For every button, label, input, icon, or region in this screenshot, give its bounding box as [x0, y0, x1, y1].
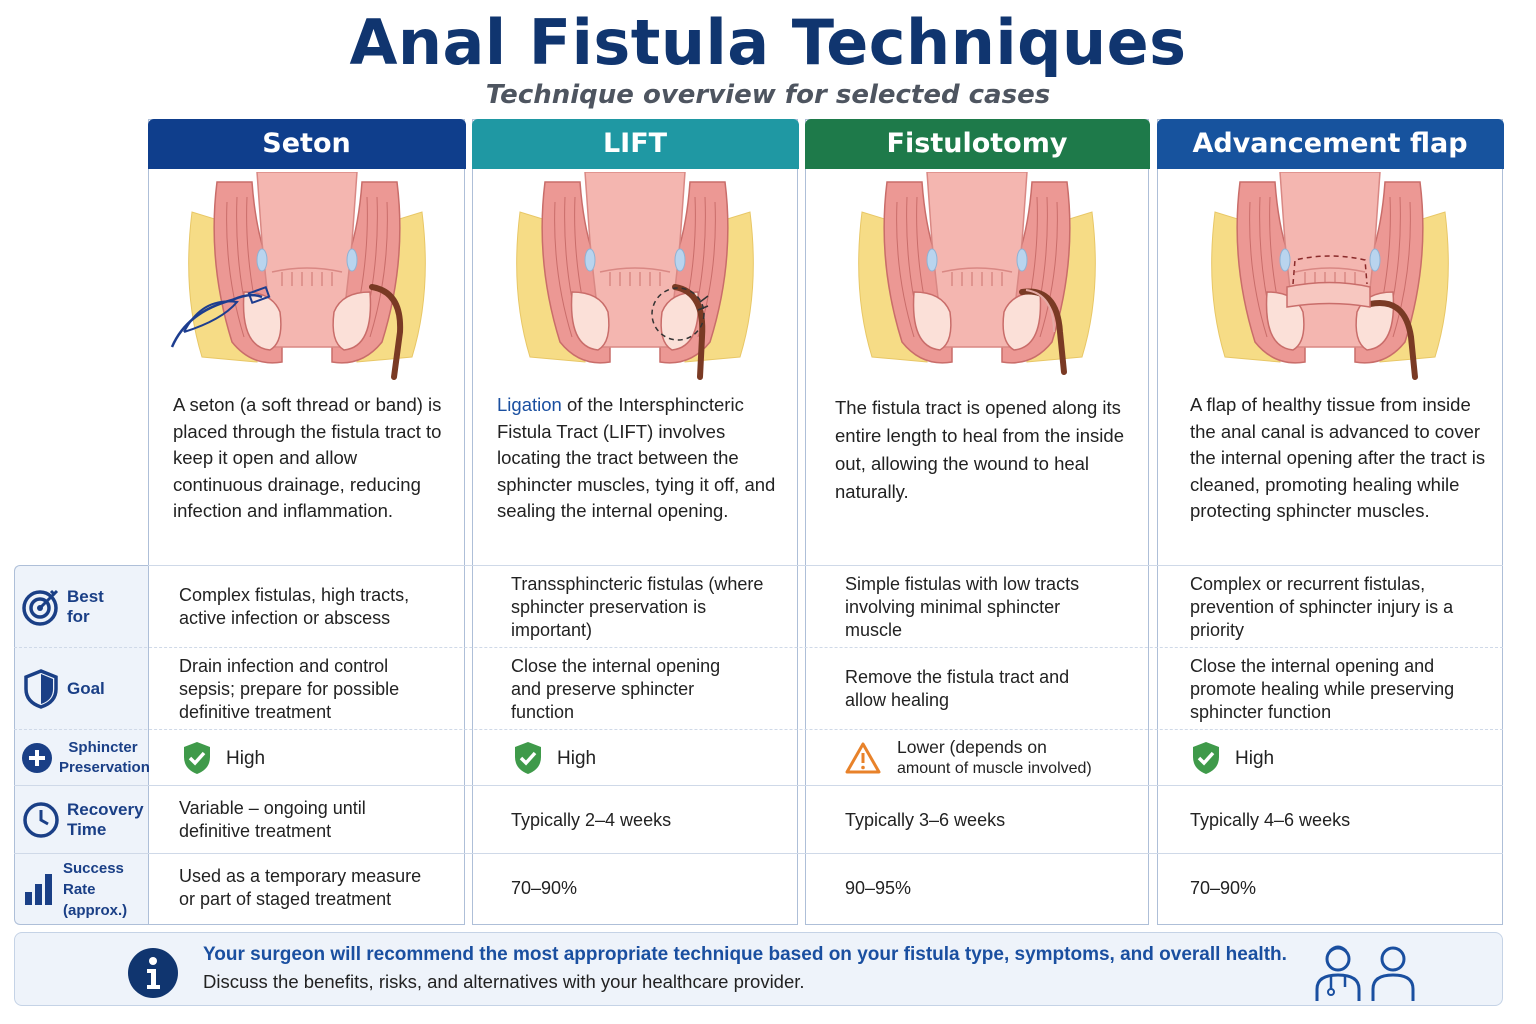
row-divider	[14, 647, 1503, 648]
fistulotomy-illustration	[806, 172, 1148, 387]
technique-column-fistulotomy: Fistulotomy The fistula tract is opened …	[804, 118, 1150, 925]
row-labels-panel: Best for Goal Sphincter Preservation Rec…	[14, 565, 150, 925]
best-for-cell: Complex fistulas, high tracts, active in…	[179, 585, 410, 628]
technique-column-lift: LIFT Ligation of the Intersphincteric Fi…	[471, 118, 799, 925]
best-for-cell: Simple fistulas with low tracts involvin…	[845, 573, 1080, 640]
info-footer: Your surgeon will recommend the most app…	[14, 932, 1503, 1006]
advancement-flap-illustration	[1158, 172, 1502, 387]
info-icon	[128, 948, 178, 998]
bar-chart-icon	[15, 872, 63, 906]
row-label-text: Goal	[67, 679, 105, 698]
best-for-cell: Complex or recurrent fistulas, preventio…	[1190, 573, 1454, 640]
row-label-text: Best for	[67, 587, 104, 626]
best-for-cell: Transsphincteric fistulas (where sphinct…	[511, 573, 764, 640]
technique-column-seton: Seton A seton (a soft thread or band) is…	[147, 118, 466, 925]
sphincter-preservation-cell: High	[1191, 731, 1461, 785]
success-rate-cell: Used as a temporary measure or part of s…	[179, 866, 422, 909]
sphincter-preservation-cell: High	[182, 731, 452, 785]
technique-header-advancement-flap: Advancement flap	[1156, 118, 1504, 169]
row-divider	[14, 729, 1503, 730]
recovery-time-cell: Typically 3–6 weeks	[845, 809, 1006, 830]
sphincter-preservation-cell: Lower (depends on amount of muscle invol…	[845, 731, 1135, 785]
technique-description: A seton (a soft thread or band) is place…	[173, 394, 442, 521]
row-label-text: Recovery Time	[67, 800, 144, 839]
goal-cell: Drain infection and control sepsis; prep…	[179, 655, 400, 722]
check-shield-icon	[184, 742, 210, 774]
sphincter-preservation-cell: High	[513, 731, 783, 785]
technique-header-fistulotomy: Fistulotomy	[804, 118, 1150, 169]
row-label-recovery: Recovery Time	[15, 786, 149, 854]
row-label-success: Success Rate (approx.)	[15, 854, 149, 924]
technique-description: A flap of healthy tissue from inside the…	[1190, 394, 1486, 521]
goal-cell: Remove the fistula tract and allow heali…	[845, 667, 1070, 710]
row-divider	[14, 785, 1503, 786]
description-text: of the Intersphincteric Fistula Tract (L…	[497, 394, 776, 521]
technique-description: The fistula tract is opened along its en…	[835, 397, 1124, 502]
sphincter-rating: High	[1235, 747, 1275, 769]
technique-header-lift: LIFT	[471, 118, 799, 169]
recovery-time-cell: Variable – ongoing until definitive trea…	[179, 798, 366, 841]
sphincter-rating: High	[557, 747, 597, 769]
shield-icon	[15, 669, 67, 709]
page-title: Anal Fistula Techniques	[349, 6, 1187, 79]
footer-line-1: Your surgeon will recommend the most app…	[203, 944, 1287, 965]
row-label-sphincter: Sphincter Preservation	[15, 730, 150, 786]
recovery-time-cell: Typically 2–4 weeks	[511, 809, 672, 830]
sphincter-rating: High	[226, 747, 266, 769]
page-subtitle: Technique overview for selected cases	[485, 80, 1051, 110]
row-label-best-for: Best for	[15, 566, 149, 648]
technique-header-seton: Seton	[147, 118, 466, 169]
success-rate-cell: 90–95%	[845, 877, 912, 898]
target-icon	[15, 587, 67, 627]
seton-illustration	[149, 172, 464, 387]
clock-icon	[15, 801, 67, 839]
doctor-patient-icon	[1315, 945, 1415, 1001]
footer-line-2: Discuss the benefits, risks, and alterna…	[203, 971, 805, 992]
success-rate-cell: 70–90%	[511, 877, 578, 898]
plus-circle-icon	[15, 742, 59, 774]
goal-cell: Close the internal opening and preserve …	[511, 655, 721, 722]
success-rate-cell: 70–90%	[1190, 877, 1257, 898]
check-shield-icon	[1193, 742, 1219, 774]
row-label-goal: Goal	[15, 648, 149, 730]
lift-illustration	[473, 172, 797, 387]
row-divider	[14, 853, 1503, 854]
sphincter-rating-note: amount of muscle involved)	[897, 760, 1092, 777]
row-label-text: Success Rate (approx.)	[63, 859, 128, 919]
check-shield-icon	[515, 742, 541, 774]
recovery-time-cell: Typically 4–6 weeks	[1190, 809, 1351, 830]
row-divider	[148, 565, 1503, 566]
goal-cell: Close the internal opening and promote h…	[1190, 655, 1455, 722]
row-label-text: Sphincter Preservation	[59, 739, 150, 776]
technique-description: Ligation of the Intersphincteric Fistula…	[497, 392, 783, 525]
description-highlight: Ligation	[497, 394, 562, 415]
technique-column-advancement-flap: Advancement flap A flap of healthy tissu…	[1156, 118, 1504, 925]
sphincter-rating: Lower (depends on	[897, 737, 1047, 757]
warning-triangle-icon	[845, 742, 881, 774]
